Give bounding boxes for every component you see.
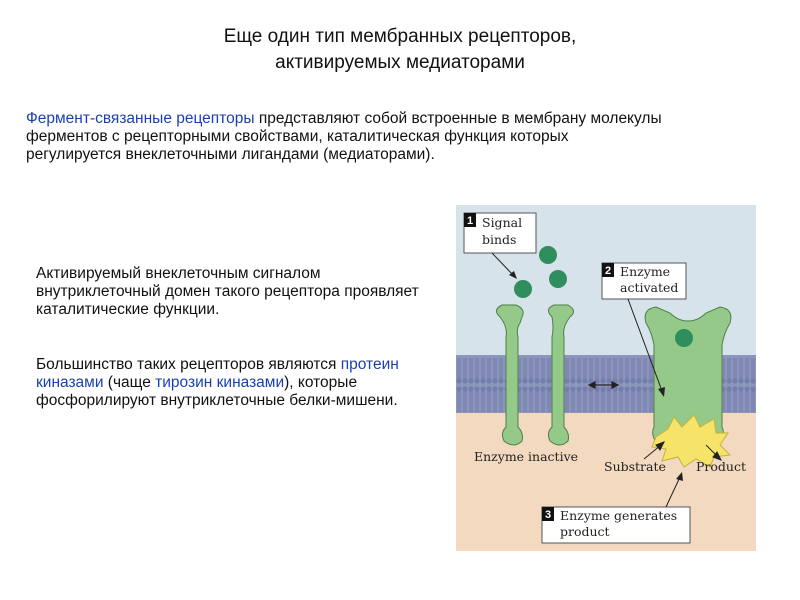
receptor-inactive-left <box>496 304 524 446</box>
signal-molecule <box>514 280 532 298</box>
step-3-callout: 3 Enzyme generates product <box>541 472 691 544</box>
step-2-line-1: Enzyme <box>620 264 670 279</box>
step-2-number: 2 <box>605 265 611 277</box>
title-line-1: Еще один тип мембранных рецепторов, <box>223 26 577 47</box>
slide-title: Еще один тип мембранных рецепторов, акти… <box>0 24 800 76</box>
step-1-callout: 1 Signal binds <box>463 212 537 279</box>
step-1-line-2: binds <box>482 232 516 247</box>
step-2-callout: 2 Enzyme activated <box>601 262 687 397</box>
paragraph-protein-kinases: Большинство таких рецепторов являются пр… <box>36 356 436 410</box>
product-arrow <box>705 444 723 461</box>
title-line-2: активируемых медиаторами <box>275 52 525 73</box>
step-2-line-2: activated <box>620 280 678 295</box>
para2-text-3: ), которые фосфорилируют внутриклеточные… <box>36 374 398 409</box>
step-3-line-2: product <box>560 524 610 539</box>
diffusion-arrow <box>587 381 620 389</box>
step-3-line-1: Enzyme generates <box>560 508 677 523</box>
term-enzyme-linked-receptors: Фермент-связанные рецепторы <box>26 110 255 127</box>
signal-molecule <box>549 270 567 288</box>
para2-text-2: (чаще <box>103 374 156 391</box>
label-substrate: Substrate <box>604 459 666 474</box>
step-3-number: 3 <box>545 509 551 521</box>
step-1-line-1: Signal <box>482 215 522 230</box>
catalytic-burst <box>651 414 732 468</box>
label-enzyme-inactive: Enzyme inactive <box>474 449 578 464</box>
term-protein-kinases: протеин киназами <box>36 356 399 391</box>
intro-text: представляют собой встроенные в мембрану… <box>26 110 662 163</box>
intro-paragraph: Фермент-связанные рецепторы представляют… <box>26 110 666 164</box>
substrate-arrow <box>643 441 666 460</box>
signal-molecule <box>539 246 557 264</box>
paragraph-catalytic-domain: Активируемый внеклеточным сигналом внутр… <box>36 265 419 318</box>
receptor-inactive-right <box>547 304 574 446</box>
signal-molecule-bound <box>675 329 693 347</box>
step-1-number: 1 <box>467 215 473 227</box>
term-tyrosine-kinases: тирозин киназами <box>155 374 285 391</box>
para2-text-1: Большинство таких рецепторов являются <box>36 356 341 373</box>
receptor-diagram: 1 Signal binds 2 Enzyme activated Enzyme… <box>456 205 756 551</box>
label-product: Product <box>696 459 746 474</box>
receptor-figure: 1 Signal binds 2 Enzyme activated Enzyme… <box>456 205 756 551</box>
